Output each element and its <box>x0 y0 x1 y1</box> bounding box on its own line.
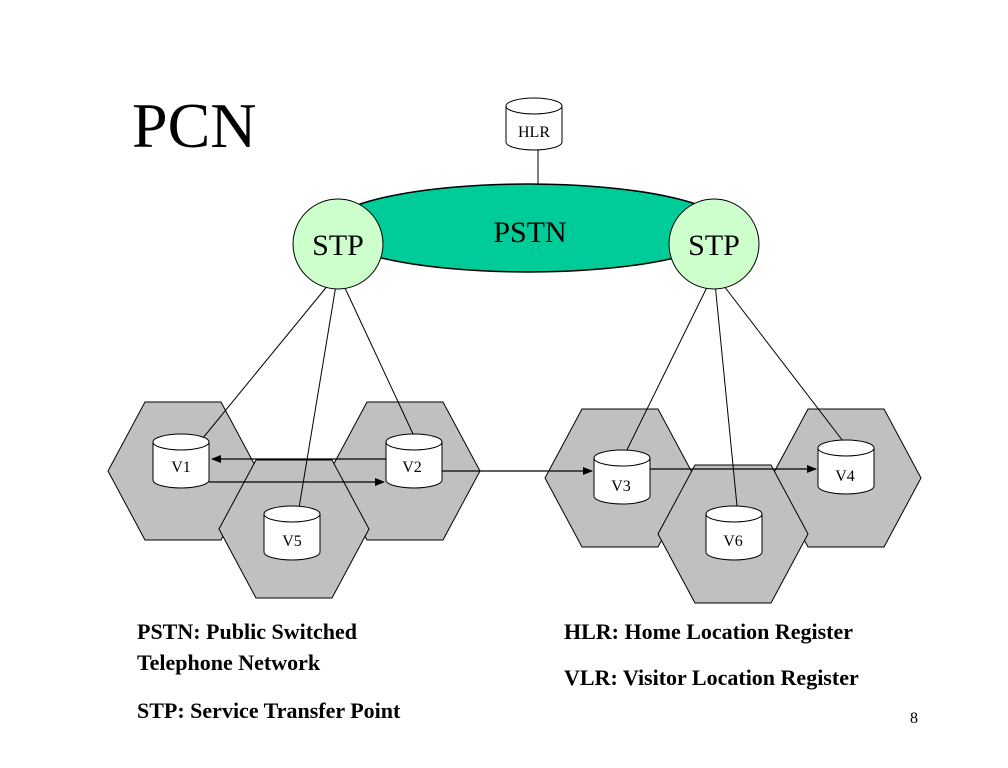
pstn-label: PSTN <box>493 216 566 249</box>
vlr-v6-label: V6 <box>723 533 743 550</box>
slide-title: PCN <box>132 90 257 161</box>
legend-pstn-continued: Telephone Network <box>137 650 321 675</box>
legend-vlr: VLR: Visitor Location Register <box>564 665 859 690</box>
stp-right-node <box>668 198 760 290</box>
link-stp-v2 <box>337 272 415 437</box>
vlr-arrows <box>209 455 817 486</box>
vlr-v2-icon <box>385 433 443 489</box>
stp-left-label: STP <box>312 229 364 262</box>
vlr-v3-label: V3 <box>611 478 631 495</box>
link-stp-v5 <box>297 272 339 515</box>
legend-pstn: PSTN: Public Switched <box>137 619 358 644</box>
vlr-v1-label: V1 <box>171 459 191 476</box>
hlr-database-icon <box>505 97 563 151</box>
vlr-v5-icon <box>263 505 321 561</box>
vlr-v4-label: V4 <box>835 468 855 485</box>
vlr-v6-icon <box>705 505 763 561</box>
link-stp-v3 <box>618 272 715 467</box>
link-stp-v6 <box>713 272 739 517</box>
link-stp-v4 <box>713 272 847 446</box>
stp-left-node <box>292 198 384 290</box>
vlr-v4-icon <box>817 439 875 495</box>
vlr-v1-icon <box>152 433 210 489</box>
legend-stp: STP: Service Transfer Point <box>137 698 401 723</box>
legend-hlr: HLR: Home Location Register <box>564 619 853 644</box>
vlr-v2-label: V2 <box>402 459 422 476</box>
page-number: 8 <box>910 710 918 727</box>
cell-group <box>107 401 922 604</box>
vlr-v3-icon <box>593 449 651 505</box>
vlr-v5-label: V5 <box>282 533 302 550</box>
stp-links <box>197 272 847 517</box>
stp-right-label: STP <box>688 229 740 262</box>
link-stp-v1 <box>197 272 339 445</box>
hlr-label: HLR <box>518 124 550 141</box>
